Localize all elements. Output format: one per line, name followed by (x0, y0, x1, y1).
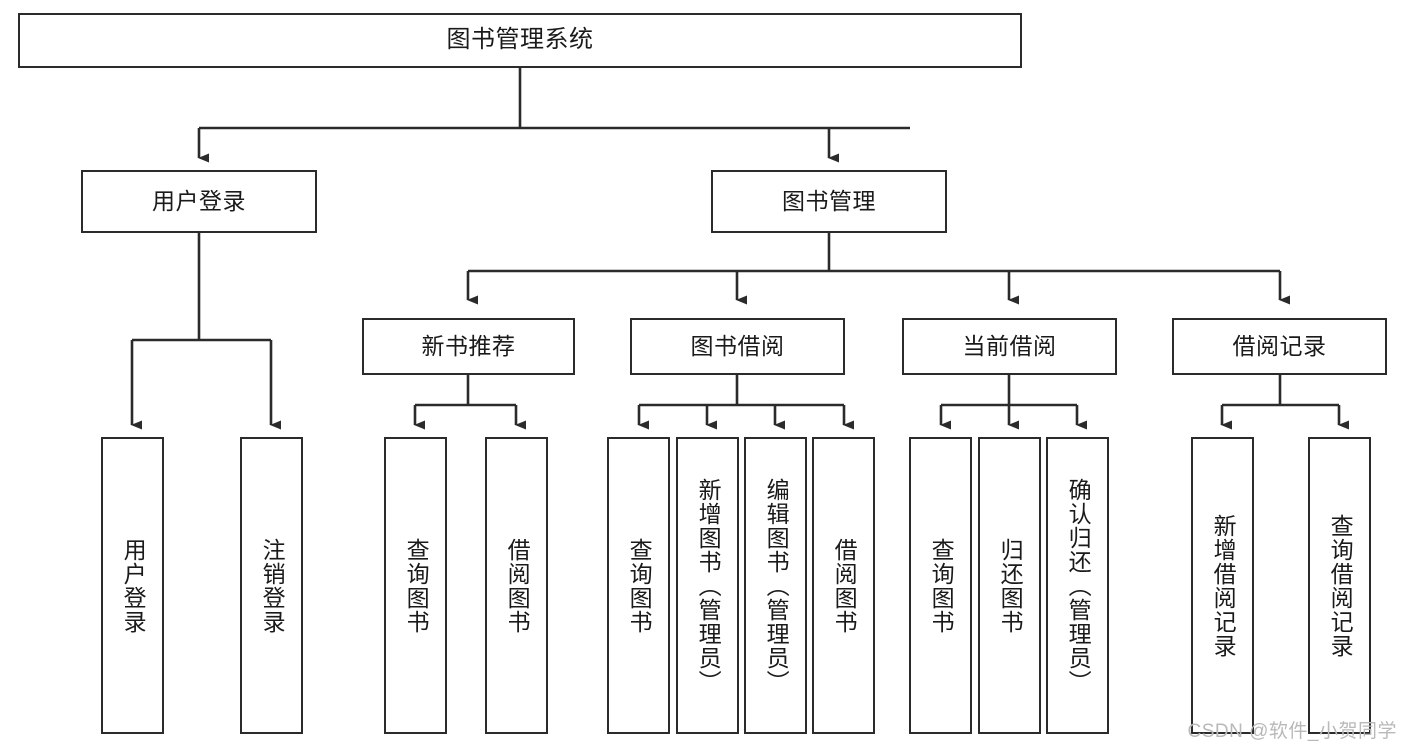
leaf-borrow-edit-book-admin[interactable]: 编辑图书（管理员） (744, 437, 807, 734)
node-book-borrow[interactable]: 图书借阅 (630, 318, 845, 375)
leaf-record-add-borrow-record[interactable]: 新增借阅记录 (1191, 437, 1254, 734)
node-label: 借阅记录 (1232, 332, 1327, 359)
leaf-borrow-add-book-admin[interactable]: 新增图书（管理员） (676, 437, 739, 734)
node-borrow-record[interactable]: 借阅记录 (1172, 318, 1387, 375)
node-current-borrow[interactable]: 当前借阅 (902, 318, 1117, 375)
leaf-current-query-book[interactable]: 查询图书 (909, 437, 972, 734)
node-label: 借阅图书 (504, 537, 531, 634)
leaf-current-return-book[interactable]: 归还图书 (978, 437, 1041, 734)
node-label: 用户登录 (120, 537, 147, 634)
node-label: 注销登录 (259, 537, 286, 634)
node-label: 查询借阅记录 (1327, 513, 1354, 658)
leaf-user-login-signin[interactable]: 用户登录 (101, 437, 164, 734)
node-user-login[interactable]: 用户登录 (81, 170, 317, 233)
node-label: 新书推荐 (421, 332, 516, 359)
node-book-management[interactable]: 图书管理 (711, 170, 947, 233)
leaf-recommend-query-book[interactable]: 查询图书 (384, 437, 447, 734)
node-label: 图书管理 (782, 187, 876, 214)
node-new-book-recommendation[interactable]: 新书推荐 (362, 318, 575, 375)
node-label: 用户登录 (152, 187, 246, 214)
node-root-library-management-system[interactable]: 图书管理系统 (18, 13, 1022, 68)
leaf-current-confirm-return-admin[interactable]: 确认归还（管理员） (1046, 437, 1109, 734)
node-label: 新增图书（管理员） (695, 477, 722, 694)
node-label: 归还图书 (997, 537, 1024, 634)
leaf-record-query-borrow-record[interactable]: 查询借阅记录 (1308, 437, 1371, 734)
watermark: CSDN @软件_小贺同学 (1187, 721, 1397, 742)
leaf-user-login-signout[interactable]: 注销登录 (240, 437, 303, 734)
leaf-borrow-borrow-book[interactable]: 借阅图书 (812, 437, 875, 734)
node-label: 确认归还（管理员） (1065, 477, 1092, 694)
node-label: 查询图书 (626, 537, 653, 634)
node-label: 当前借阅 (962, 332, 1057, 359)
node-label: 图书管理系统 (446, 26, 594, 54)
leaf-recommend-borrow-book[interactable]: 借阅图书 (485, 437, 548, 734)
node-label: 借阅图书 (831, 537, 858, 634)
node-label: 图书借阅 (690, 332, 785, 359)
node-label: 新增借阅记录 (1210, 513, 1237, 658)
node-label: 查询图书 (403, 537, 430, 634)
node-label: 编辑图书（管理员） (763, 477, 790, 694)
node-label: 查询图书 (928, 537, 955, 634)
leaf-borrow-query-book[interactable]: 查询图书 (607, 437, 670, 734)
